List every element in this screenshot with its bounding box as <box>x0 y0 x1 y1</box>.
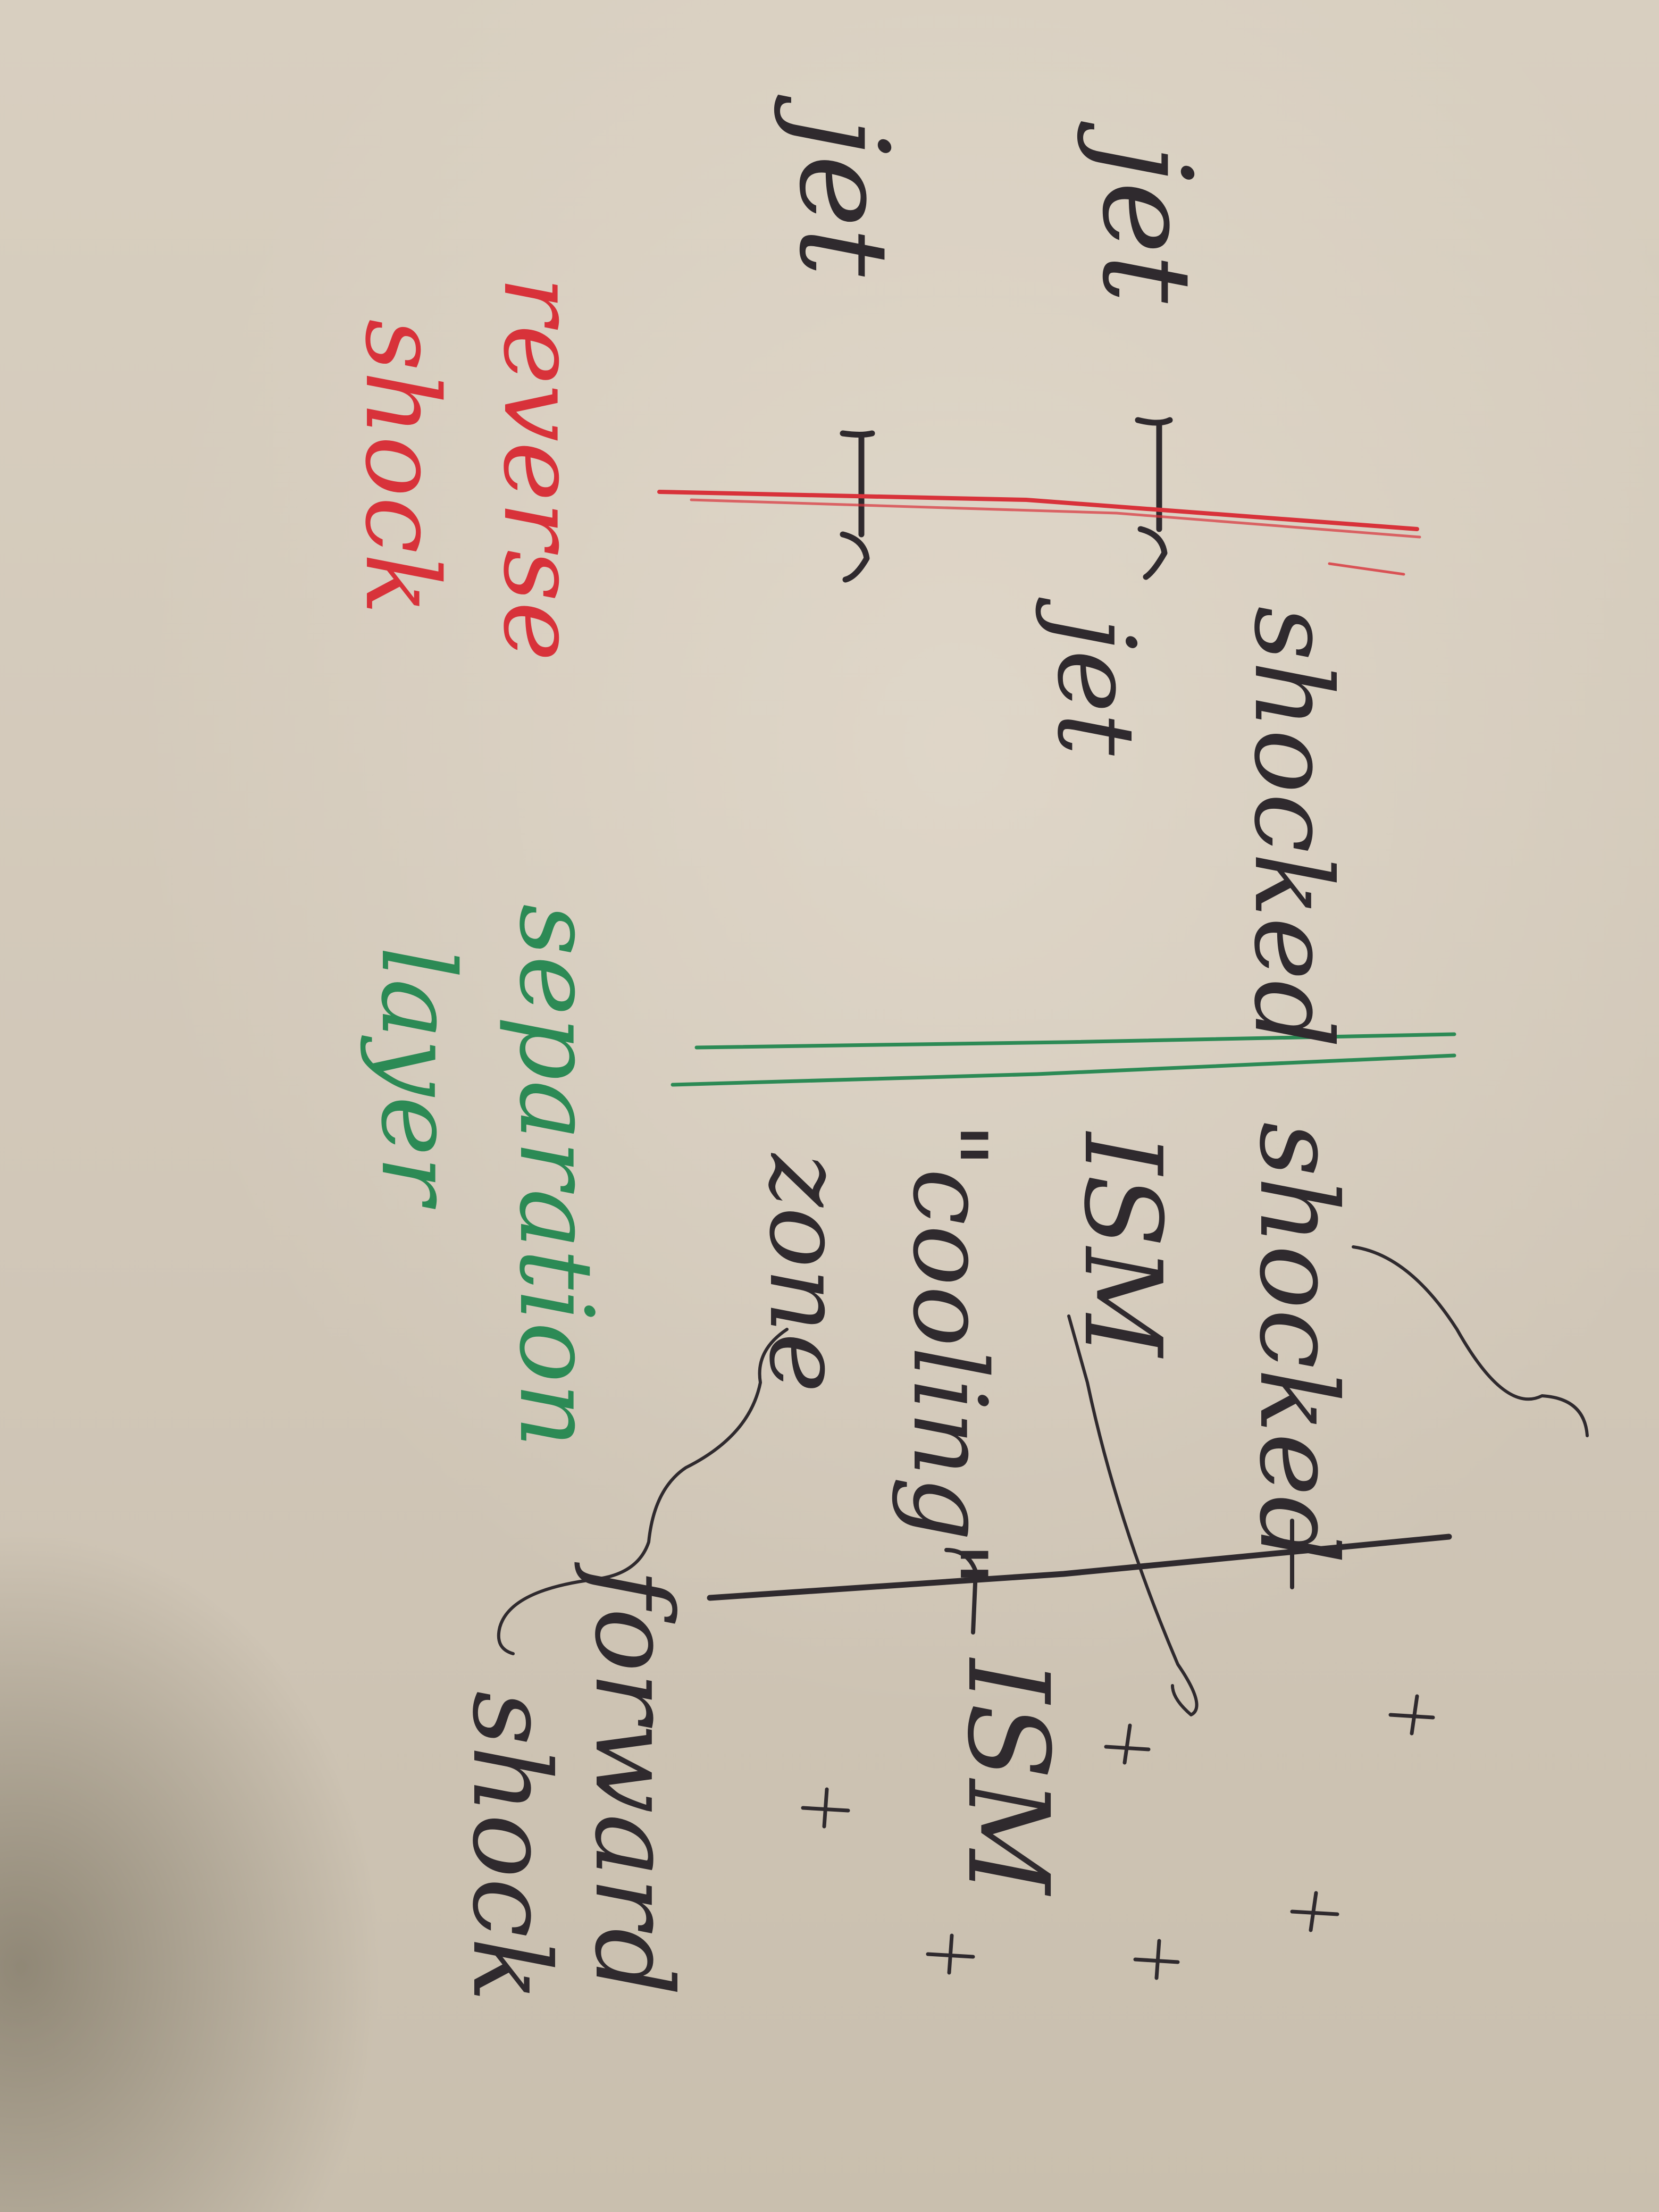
ism-crosses <box>801 1694 1435 1980</box>
shocked-ism-label-1: shocked <box>1236 1122 1360 1564</box>
cooling-zone-label-1: "cooling" <box>891 1122 1008 1588</box>
shocked-ism-label-2: ISM <box>1060 1133 1184 1356</box>
upper-jet-arrow <box>1135 417 1173 580</box>
separation-layer-line-2 <box>671 1053 1456 1087</box>
cooling-zone-brace <box>1067 1314 1199 1716</box>
shocked-jet-label-1: shocked <box>1230 606 1354 1049</box>
cooling-zone-label-2: zone <box>747 1154 865 1393</box>
reverse-shock-line-2 <box>690 498 1421 539</box>
lower-jet-arrow <box>840 430 875 583</box>
reverse-shock-line <box>657 490 1419 531</box>
jet-label-upper: jet <box>1075 144 1217 303</box>
jet-label-lower: jet <box>772 117 914 276</box>
separation-layer-label-2: layer <box>359 946 476 1204</box>
shocked-ism-brace <box>1352 1245 1589 1437</box>
forward-shock-tick-2 <box>944 1548 978 1635</box>
reverse-shock-tick <box>1328 562 1405 576</box>
separation-layer-line-1 <box>694 1032 1456 1050</box>
forward-shock-label-1: forward <box>571 1569 695 1997</box>
reverse-shock-label-1: reverse <box>481 276 599 661</box>
shocked-jet-label-2: jet <box>1034 617 1158 756</box>
forward-shock-leader <box>497 1328 789 1655</box>
separation-layer-label-1: separation <box>497 904 615 1448</box>
forward-shock-line <box>707 1534 1452 1601</box>
reverse-shock-label-2: shock <box>343 319 460 615</box>
forward-shock-label-2: shock <box>449 1691 573 2002</box>
ism-label: ISM <box>943 1659 1073 1894</box>
